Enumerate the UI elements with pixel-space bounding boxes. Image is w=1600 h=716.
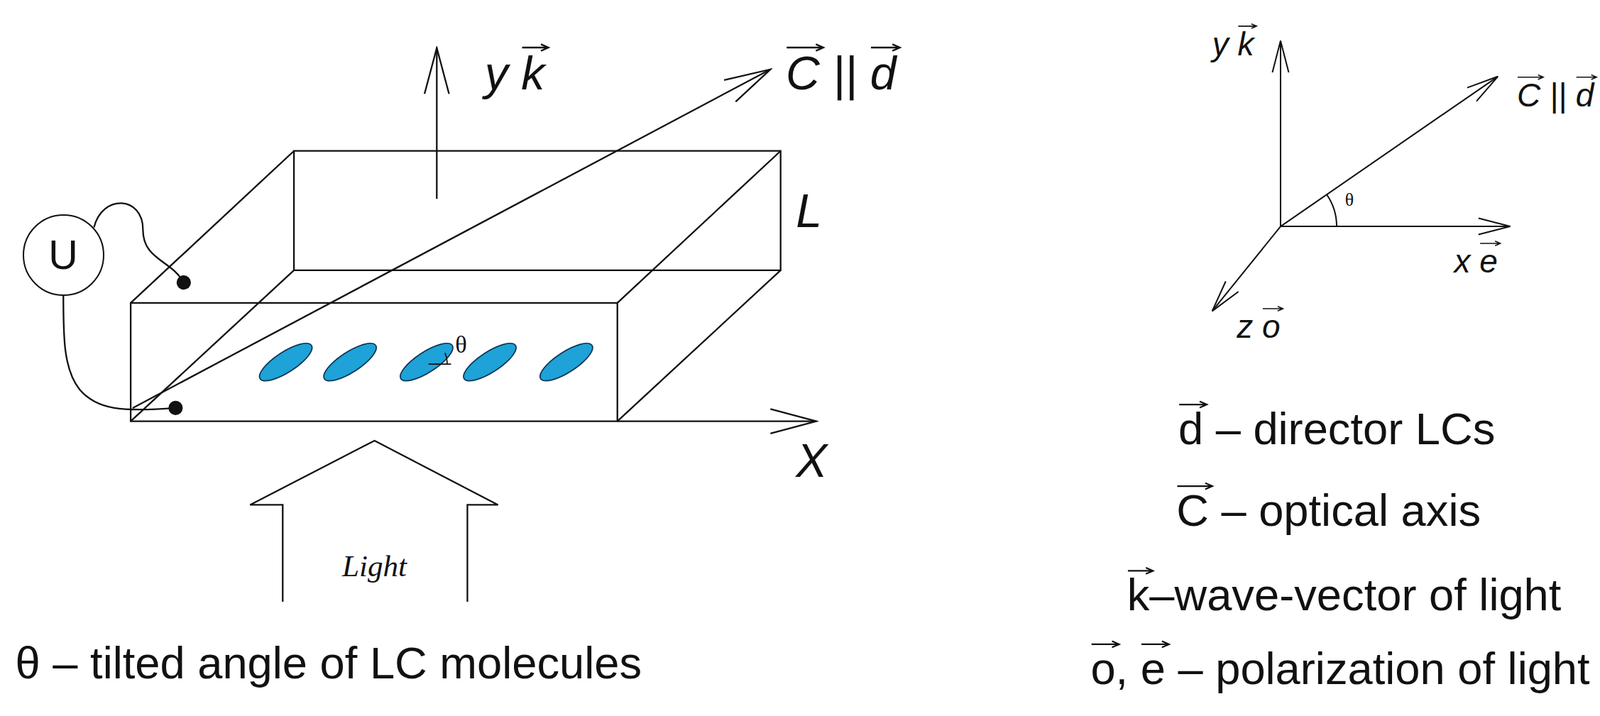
angle-label: θ xyxy=(455,330,468,360)
lc-molecule xyxy=(395,337,458,388)
axes xyxy=(1212,40,1511,311)
angle-label: θ xyxy=(1345,189,1354,211)
light-label: Light xyxy=(342,548,407,585)
light-arrow xyxy=(249,440,498,602)
legend-note: k–wave-vector of light xyxy=(1127,569,1562,622)
optical-axis xyxy=(1280,76,1498,227)
axis-label: C || d xyxy=(785,46,897,101)
legend-note: o, e – polarization of light xyxy=(1090,643,1590,695)
lc-molecule xyxy=(458,337,522,388)
tilt-angle-arc xyxy=(1326,194,1337,227)
legend-note: d – director LCs xyxy=(1178,403,1495,456)
axis-label: x e xyxy=(1453,242,1498,281)
tilt-angle-arc xyxy=(428,352,452,365)
legend-note: C – optical axis xyxy=(1176,484,1481,537)
wire xyxy=(63,296,176,411)
axis-label: C || d xyxy=(1516,76,1594,115)
cell-back-face xyxy=(293,151,781,271)
axis-label: X xyxy=(795,433,827,488)
lc-cell xyxy=(130,151,781,422)
axis-label: y k xyxy=(1212,25,1255,64)
optical-axis-arrow xyxy=(132,69,771,409)
wave-vector-arrow xyxy=(435,48,438,200)
x-axis-arrow xyxy=(617,420,817,422)
z-axis xyxy=(1212,226,1281,311)
voltage-source: U xyxy=(22,214,105,297)
y-axis xyxy=(1279,40,1282,227)
cell-front-face xyxy=(130,303,618,422)
wire xyxy=(93,203,184,283)
electrode-contact xyxy=(176,275,191,290)
lc-molecule xyxy=(254,337,318,388)
axis-label: y k xyxy=(484,46,545,101)
cell-edges xyxy=(130,151,781,422)
dimension-label: L xyxy=(795,183,823,238)
electrode-contact xyxy=(168,401,183,416)
x-axis xyxy=(1280,225,1510,228)
axis-label: z o xyxy=(1236,308,1280,346)
legend-note: θ – tilted angle of LC molecules xyxy=(15,637,643,690)
lc-molecules xyxy=(254,337,598,388)
source-label: U xyxy=(48,234,79,277)
lc-molecule xyxy=(318,337,382,388)
lc-molecule xyxy=(535,337,598,388)
